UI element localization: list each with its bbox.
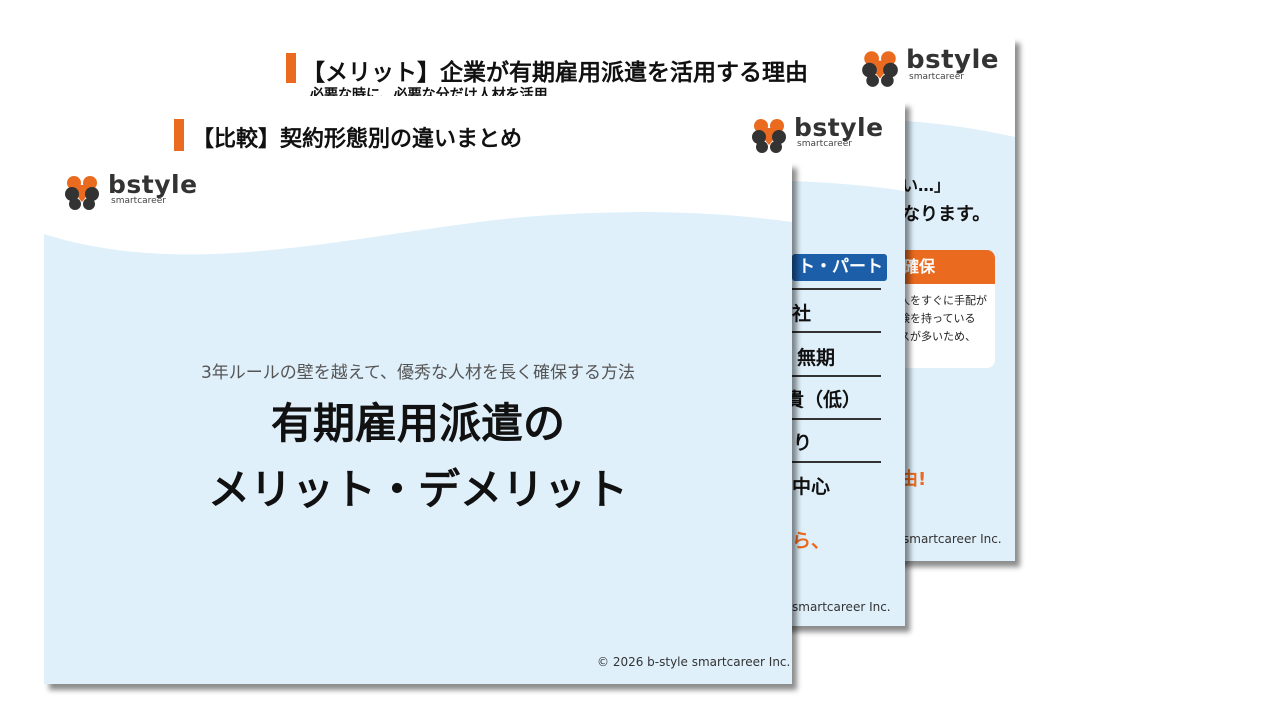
table-cell: 社 <box>792 303 812 325</box>
slide-merit-text-fragment: なります。 <box>902 204 991 225</box>
slide-merit-logo: bstyle smartcareer <box>858 47 999 89</box>
logo-subtext: smartcareer <box>797 139 852 149</box>
slide-cover-title-line2: メリット・デメリット <box>207 465 628 514</box>
logo-subtext: smartcareer <box>909 72 964 82</box>
table-cell: り <box>793 432 813 454</box>
slide-merit-card-line: 。 <box>899 346 995 364</box>
table-divider <box>792 461 881 463</box>
bstyle-logo-icon <box>862 51 898 87</box>
logo-wordmark: bstyle <box>906 45 1000 75</box>
slide-cover-subtitle: 3年ルールの壁を越えて、優秀な人材を長く確保する方法 <box>200 363 636 383</box>
slide-cover: bstyle smartcareer 3年ルールの壁を越えて、優秀な人材を長く確… <box>44 162 792 684</box>
logo-wordmark: bstyle <box>108 170 198 199</box>
slide-cover-wave-background <box>44 212 792 684</box>
slide-cover-logo: bstyle smartcareer <box>60 172 198 212</box>
slide-comparison-orange-fragment: ら、 <box>792 530 831 552</box>
slide-merit-title-accent <box>286 53 296 83</box>
logo-subtext: smartcareer <box>111 196 166 206</box>
table-cell: 貴（低） <box>785 389 862 411</box>
slide-comparison-logo: bstyle smartcareer <box>748 115 884 155</box>
slide-comparison-table-header: ト・パート <box>792 254 887 281</box>
bstyle-logo-icon <box>65 176 99 210</box>
table-divider <box>792 418 881 420</box>
table-divider <box>792 331 881 333</box>
slide-comparison-title-accent <box>174 119 184 151</box>
slide-merit-card-line: 人をすぐに手配が <box>899 294 987 307</box>
slide-comparison-title: 【比較】契約形態別の違いまとめ <box>192 127 523 152</box>
table-divider <box>792 375 881 377</box>
slide-merit-card-title: 確保 <box>887 250 995 284</box>
slide-merit-quote-fragment: い…」 <box>902 176 951 195</box>
table-divider <box>792 288 881 290</box>
slide-cover-footer: © 2026 b-style smartcareer Inc. <box>597 655 791 669</box>
slide-cover-title-line1: 有期雇用派遣の <box>270 399 565 448</box>
slide-merit-title: 【メリット】企業が有期雇用派遣を活用する理由 <box>302 60 808 86</box>
slide-merit-footer: smartcareer Inc. <box>903 532 1002 546</box>
logo-wordmark: bstyle <box>794 113 884 142</box>
slide-merit-card-line: スが多いため、 <box>899 330 976 343</box>
table-cell: 無期 <box>797 347 836 369</box>
slide-merit-subtitle: 必要な時に、必要な分だけ人材を活用 <box>310 87 548 96</box>
slide-comparison-footer: smartcareer Inc. <box>792 600 891 614</box>
bstyle-logo-icon <box>752 119 786 153</box>
slide-merit-reason-fragment: 由! <box>900 469 927 490</box>
slide-merit-card-line: 験を持っている <box>899 312 976 325</box>
table-cell: 中心 <box>792 476 831 498</box>
